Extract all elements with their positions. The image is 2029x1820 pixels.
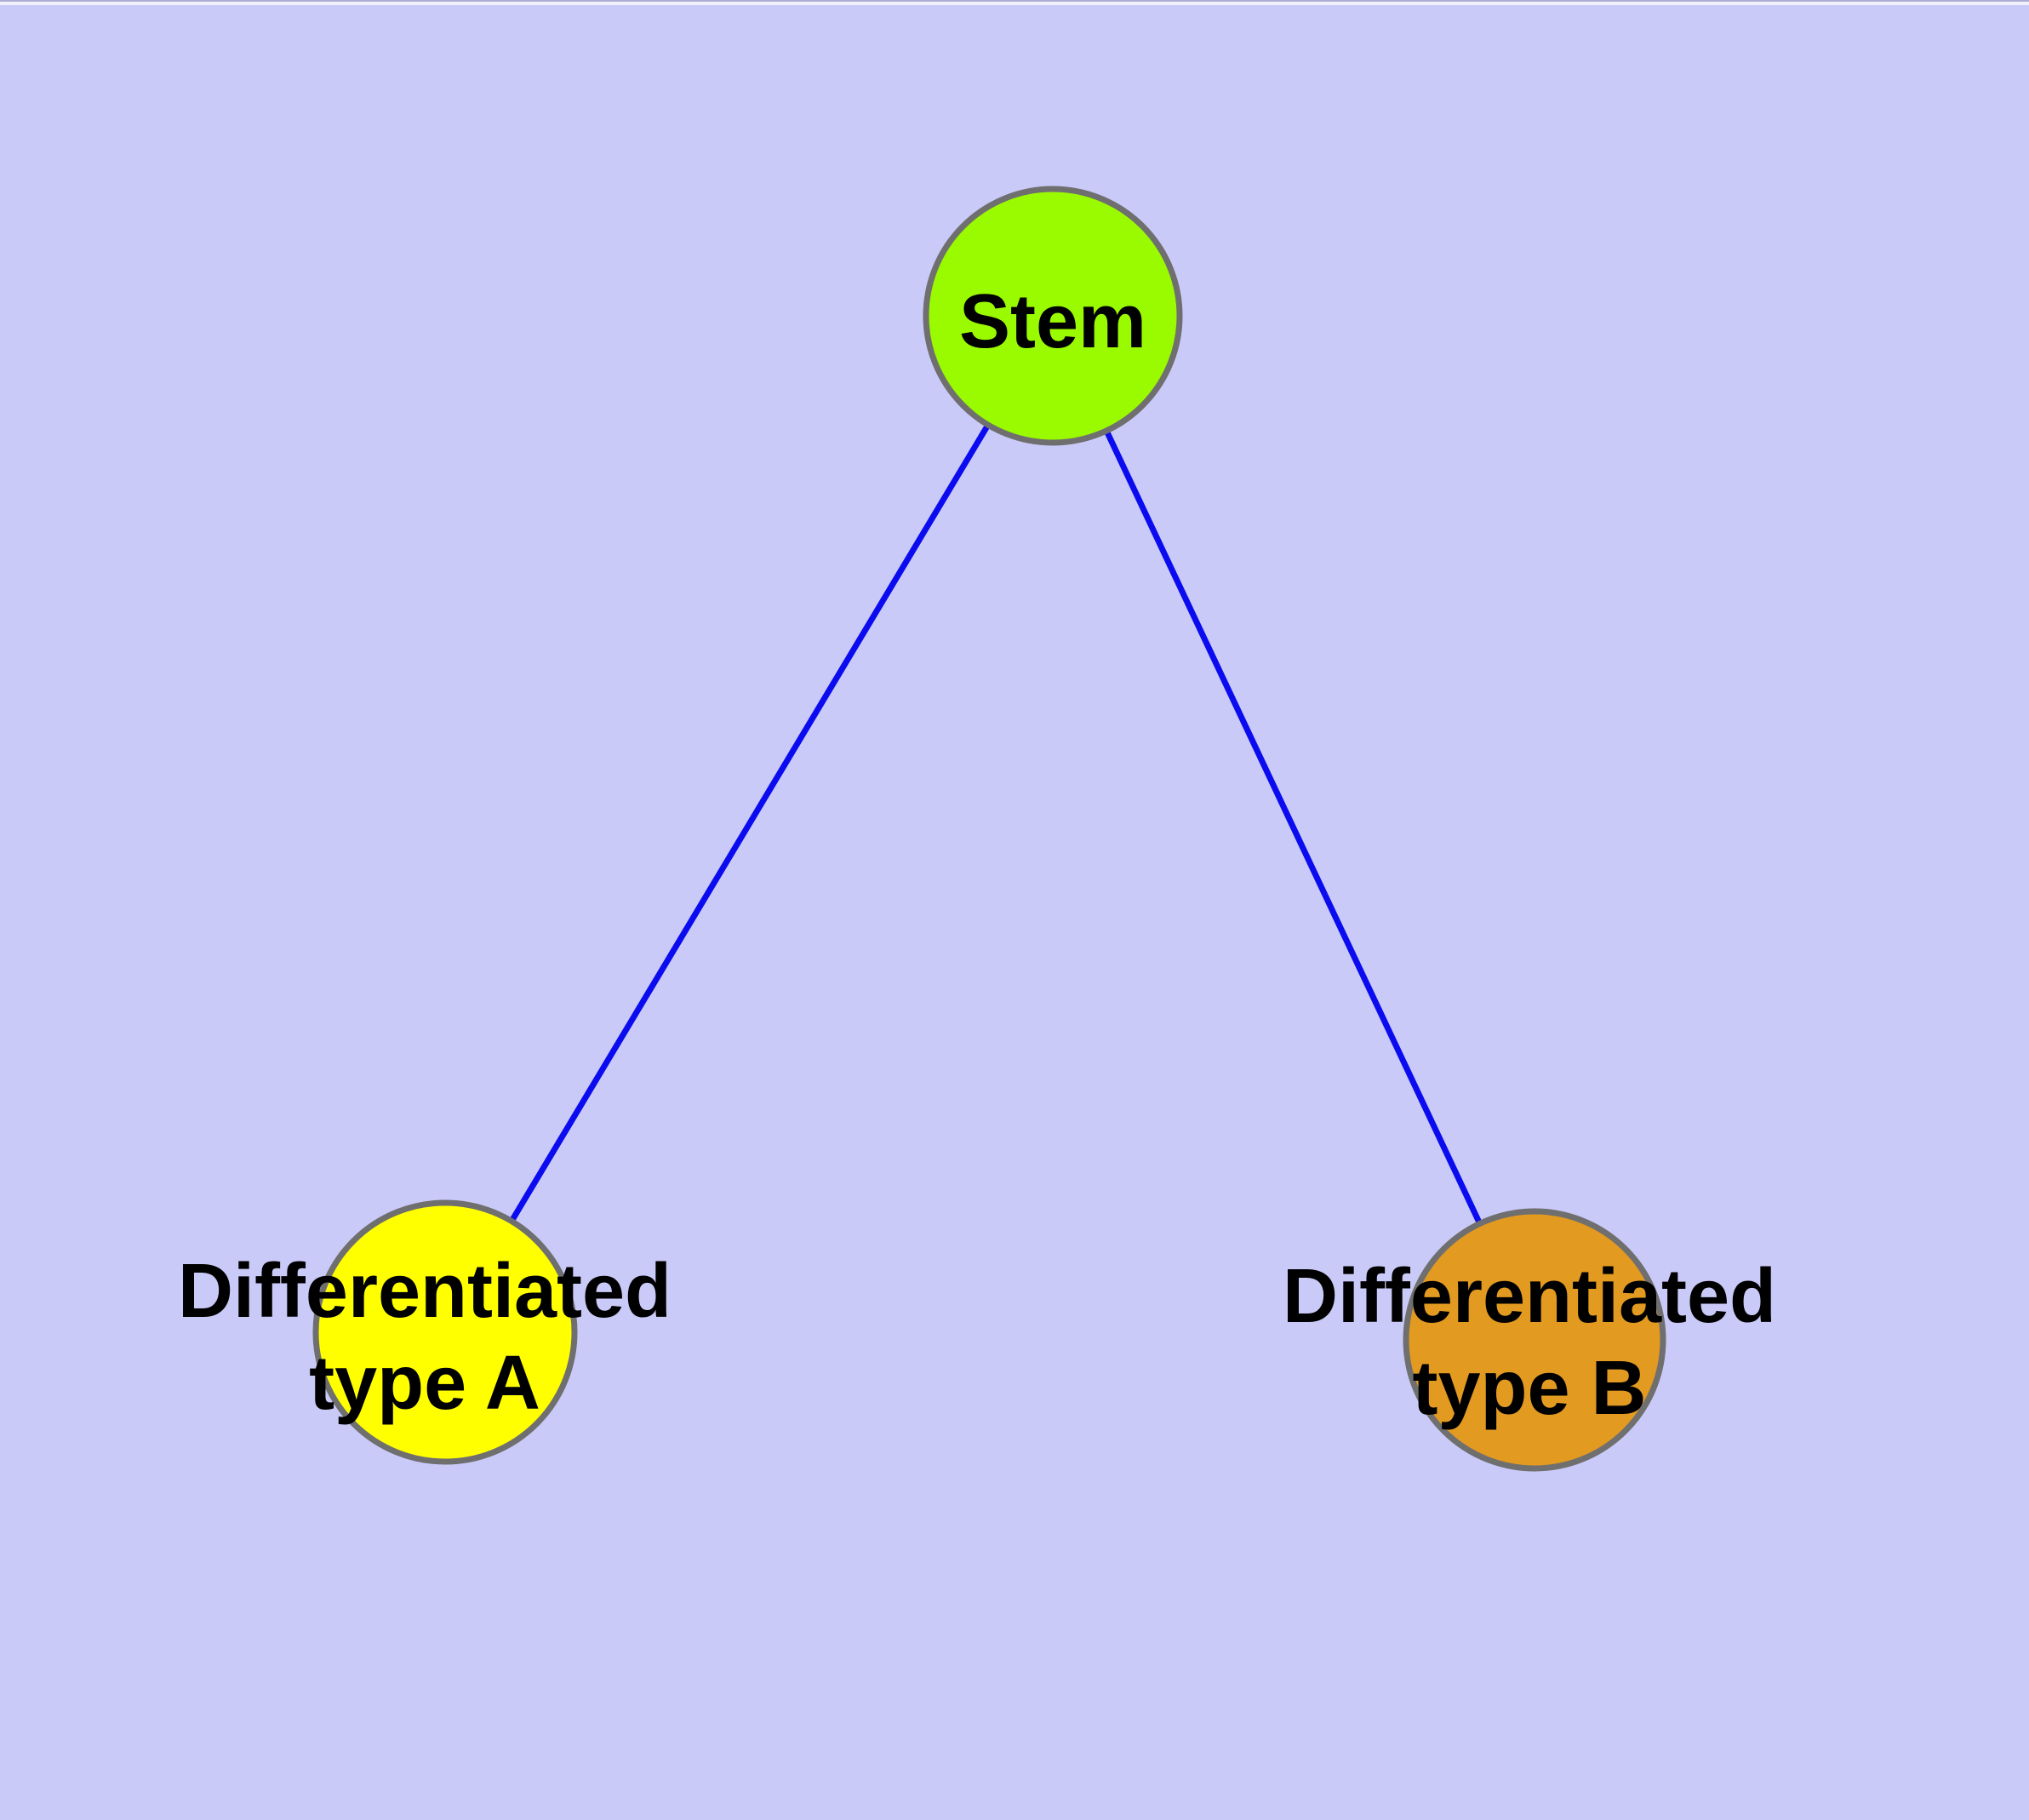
window-top-edge: [0, 0, 2029, 2]
node-type-a-label-line2: type A: [309, 1341, 540, 1426]
node-stem[interactable]: [923, 186, 1183, 446]
node-type-b-label-line2: type B: [1412, 1346, 1646, 1431]
node-stem-label: Stem: [959, 279, 1146, 364]
node-differentiated-type-b[interactable]: [1403, 1208, 1666, 1472]
node-differentiated-type-a[interactable]: [312, 1199, 578, 1465]
node-type-b-label-line1: Differentiated: [1283, 1254, 1776, 1339]
edge-stem-to-type-a[interactable]: [442, 315, 1056, 1334]
edge-stem-to-type-b[interactable]: [1049, 315, 1538, 1342]
window-top-highlight: [0, 2, 2029, 5]
node-type-a-label-line1: Differentiated: [178, 1249, 672, 1334]
